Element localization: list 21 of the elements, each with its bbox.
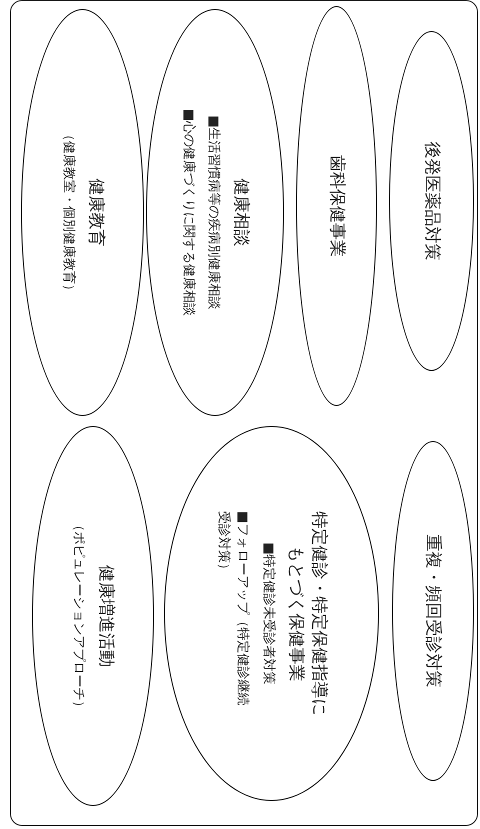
ellipse-title: 歯科保健事業: [326, 155, 348, 257]
subtitle: （ポピュレーションアプローチ）: [70, 518, 88, 714]
bullet-item: ■フォローアップ（特定健診継続受診対策）: [214, 511, 252, 708]
ellipse: [296, 6, 377, 406]
ellipse-title: 健康相談: [230, 178, 252, 246]
ellipse: [146, 9, 284, 416]
ellipse-title: 重複・頻回受診対策: [422, 534, 444, 688]
bullet-item: ■特定健診未受診者対策: [260, 542, 277, 685]
bullet-item: ■生活習慣病等の疾病別健康相談: [205, 115, 222, 310]
ellipse: [389, 31, 474, 371]
ellipse-title: 後発医薬品対策: [420, 142, 443, 260]
ellipse-title: 健康教育: [84, 178, 107, 246]
bullet-item: ■心の健康づくりに関する健康相談: [180, 108, 197, 316]
ellipse: [392, 441, 474, 781]
ellipse-title: 健康増進活動: [95, 565, 118, 667]
ellipse: [32, 426, 154, 806]
rounded-frame: [10, 0, 478, 826]
ellipse: [164, 426, 379, 801]
ellipse: [21, 9, 144, 416]
ellipse-title: 特定健診・特定保健指導にもとづく保健事業: [284, 510, 330, 718]
subtitle: （健康教室・個別健康教育）: [60, 128, 78, 297]
